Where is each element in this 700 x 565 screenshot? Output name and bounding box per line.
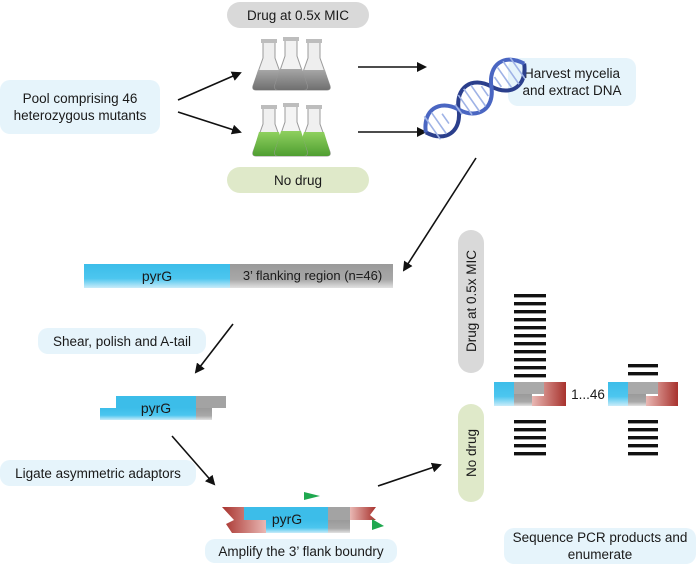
arrow-sheared-to-ligate bbox=[171, 435, 216, 486]
arrow-amplify-to-sequence bbox=[377, 462, 442, 487]
pyrg-flanking-construct bbox=[84, 264, 393, 288]
arrow-pool-to-nodrug bbox=[177, 111, 242, 135]
arrow-pool-to-drug bbox=[177, 71, 242, 101]
forward-primer-icon bbox=[304, 492, 320, 500]
right-read-stack-drug bbox=[628, 364, 658, 376]
arrow-construct-to-shear bbox=[194, 323, 234, 374]
pyrg-label-construct: pyrG bbox=[141, 268, 173, 284]
ligate-step-label: Ligate asymmetric adaptors bbox=[0, 460, 196, 486]
shear-step-label: Shear, polish and A-tail bbox=[38, 328, 206, 354]
seq-product-left bbox=[494, 382, 566, 406]
amplified-product bbox=[222, 492, 384, 533]
no-drug-label: No drug bbox=[227, 167, 369, 193]
pool-label: Pool comprising 46 heterozygous mutants bbox=[0, 80, 160, 134]
mutant-range-label: 1...46 bbox=[571, 387, 605, 402]
left-read-stack-nodrug bbox=[514, 420, 546, 456]
no-drug-vertical-label: No drug bbox=[458, 404, 484, 502]
amplify-step-label: Amplify the 3’ flank boundry bbox=[205, 539, 397, 563]
arrow-dna-to-pyrg bbox=[402, 157, 477, 272]
harvest-label: Harvest mycelia and extract DNA bbox=[508, 58, 636, 106]
flanking-region-label: 3’ flanking region (n=46) bbox=[242, 268, 383, 283]
seq-product-right bbox=[608, 382, 678, 406]
drug-flasks bbox=[252, 37, 331, 91]
pyrg-label-sheared: pyrG bbox=[140, 400, 172, 416]
sequence-step-label: Sequence PCR products and enumerate bbox=[504, 528, 696, 564]
reverse-primer-icon bbox=[372, 519, 384, 530]
right-read-stack-nodrug bbox=[628, 420, 658, 456]
nodrug-flasks bbox=[252, 103, 331, 157]
drug-mic-vertical-label: Drug at 0.5x MIC bbox=[458, 230, 484, 373]
drug-mic-label: Drug at 0.5x MIC bbox=[227, 2, 369, 28]
left-read-stack-drug bbox=[514, 294, 546, 378]
dna-helix-icon bbox=[423, 57, 527, 140]
sheared-fragment bbox=[100, 396, 226, 420]
pyrg-label-amplified: pyrG bbox=[271, 511, 303, 527]
